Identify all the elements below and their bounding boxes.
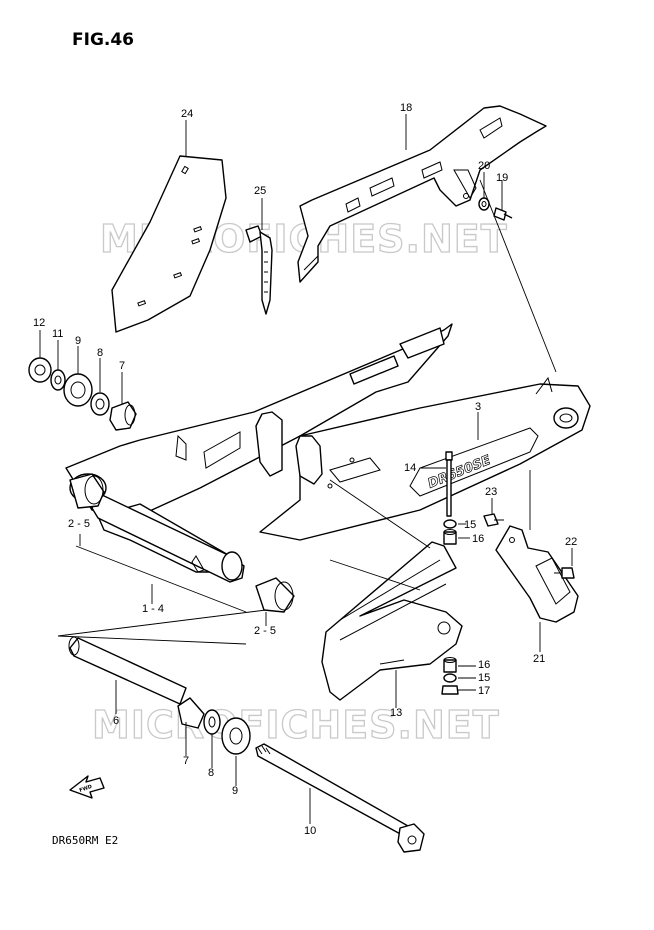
watermark-bottom: MICROFICHES.NET [92,703,500,747]
callout-9a: 9 [75,335,81,347]
part-10-pivot-shaft[interactable] [255,743,425,853]
callout-13: 13 [390,707,402,719]
callout-23: 23 [485,486,497,498]
callout-12: 12 [33,317,45,329]
figure-title: FIG.46 [72,30,135,50]
part-24-guard-plate[interactable] [111,155,227,333]
callout-8b: 8 [208,767,214,779]
part-23-bolt[interactable] [483,513,504,527]
callout-20: 20 [478,160,490,172]
callout-8a: 8 [97,347,103,359]
callout-2-5-right: 2 - 5 [254,625,276,637]
callout-17: 17 [478,685,490,697]
part-22-bolt[interactable] [554,567,575,579]
part-9-seal-bottom[interactable] [221,717,251,755]
callout-11: 11 [52,328,63,340]
part-7-bushing-bottom[interactable] [177,697,205,729]
callout-15a: 15 [464,519,476,531]
callout-14: 14 [404,462,416,474]
part-8-ring-top[interactable] [90,392,110,416]
callout-25: 25 [254,185,266,197]
part-11-washer[interactable] [50,369,66,391]
part-25-cable-tie[interactable] [245,225,273,315]
part-6-spacer-tube[interactable] [68,636,187,705]
part-18-chain-case[interactable] [297,105,547,283]
part-13-chain-slider[interactable] [321,541,463,701]
callout-16b: 16 [478,659,490,671]
part-15-washer-bottom[interactable] [443,673,457,683]
callout-21: 21 [533,653,545,665]
part-8-ring-bottom[interactable] [203,709,221,735]
callout-1-4: 1 - 4 [142,603,164,615]
callout-22: 22 [565,536,577,548]
part-15-washer-top[interactable] [443,519,457,529]
svg-text:FWD: FWD [79,784,93,794]
callout-labels: 24 25 18 20 19 12 11 9 8 7 3 14 15 16 23… [33,102,577,837]
part-21-chain-guide[interactable] [495,525,579,623]
callout-2-5-left: 2 - 5 [68,518,90,530]
part-16-collar-bottom[interactable] [443,657,457,673]
part-16-collar-top[interactable] [443,529,457,545]
part-17-nut[interactable] [441,685,459,695]
callout-9b: 9 [232,785,238,797]
callout-10: 10 [304,825,316,837]
callout-7b: 7 [183,755,189,767]
forward-arrow-icon: FWD [69,775,105,799]
callout-19: 19 [496,172,508,184]
callout-16a: 16 [472,533,484,545]
part-2-5-bearing-right[interactable] [255,577,295,613]
part-2-5-bearing-left[interactable] [69,473,105,509]
leader-lines [39,114,573,824]
part-14-bolt[interactable] [445,451,453,517]
callout-18: 18 [400,102,412,114]
callout-6: 6 [113,715,119,727]
part-9-seal-top[interactable] [63,373,93,407]
callout-24: 24 [181,108,193,120]
part-12-nut[interactable] [28,357,52,383]
model-code: DR650RM E2 [52,834,119,847]
callout-7a: 7 [119,360,125,372]
callout-15b: 15 [478,672,490,684]
part-19-bolt[interactable] [493,207,513,221]
part-7-bushing-top[interactable] [109,401,137,431]
callout-3: 3 [475,401,481,413]
